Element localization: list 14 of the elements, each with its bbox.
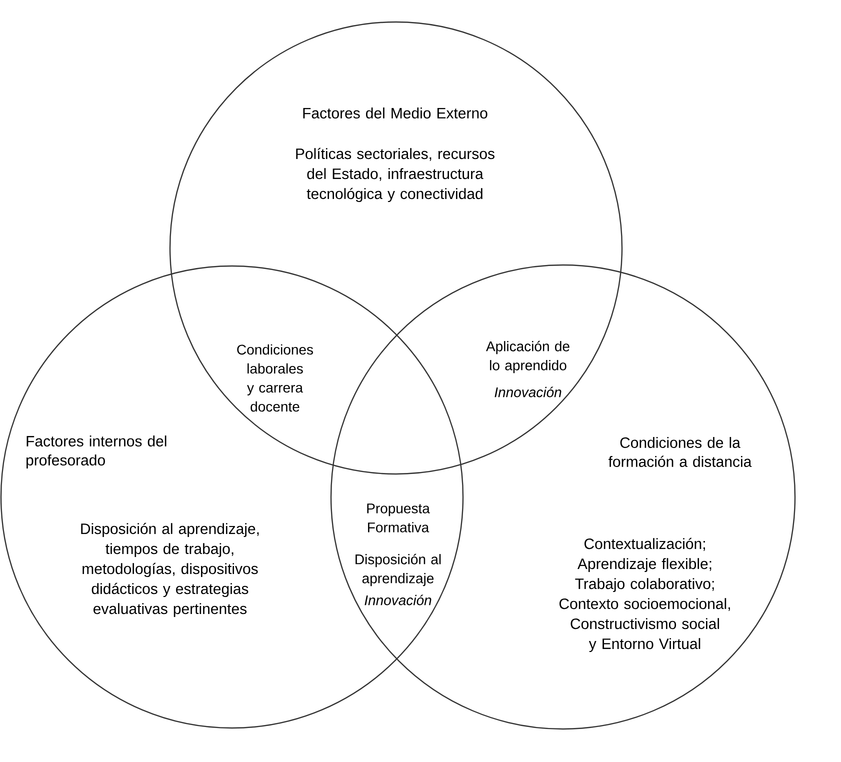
circle-description: Políticas sectoriales, recursos del Estado, infraestructura tecnológica y conectividad — [296, 148, 494, 202]
circle-heading: Factores internos del profesorado — [26, 436, 166, 468]
circle-description: Disposición al aprendizaje, tiempos de trabajo, metodologías, dispositivos didácticos y estrategias evaluativas pertinentes — [81, 522, 259, 618]
circle-heading: Condiciones de la formación a distancia — [608, 436, 752, 467]
overlap-label: Condiciones laborales y carrera docente — [237, 344, 313, 412]
circle-heading: Factores del Medio Externo — [303, 107, 488, 118]
circle-description: Contextualización; Aprendizaje flexible; Trabajo colaborativo; Contexto socioemocional, Constructivismo social y Entorno Virtual — [559, 538, 730, 652]
overlap-label: Aplicación de lo aprendido — [486, 340, 570, 374]
venn-circle — [0, 265, 464, 729]
overlap-label: Innovación — [494, 386, 562, 398]
venn-circle — [330, 264, 796, 730]
overlap-label: Propuesta Formativa — [367, 504, 430, 532]
overlap-label: Disposición al aprendizaje — [356, 554, 441, 586]
overlap-label: Innovación — [364, 594, 432, 606]
